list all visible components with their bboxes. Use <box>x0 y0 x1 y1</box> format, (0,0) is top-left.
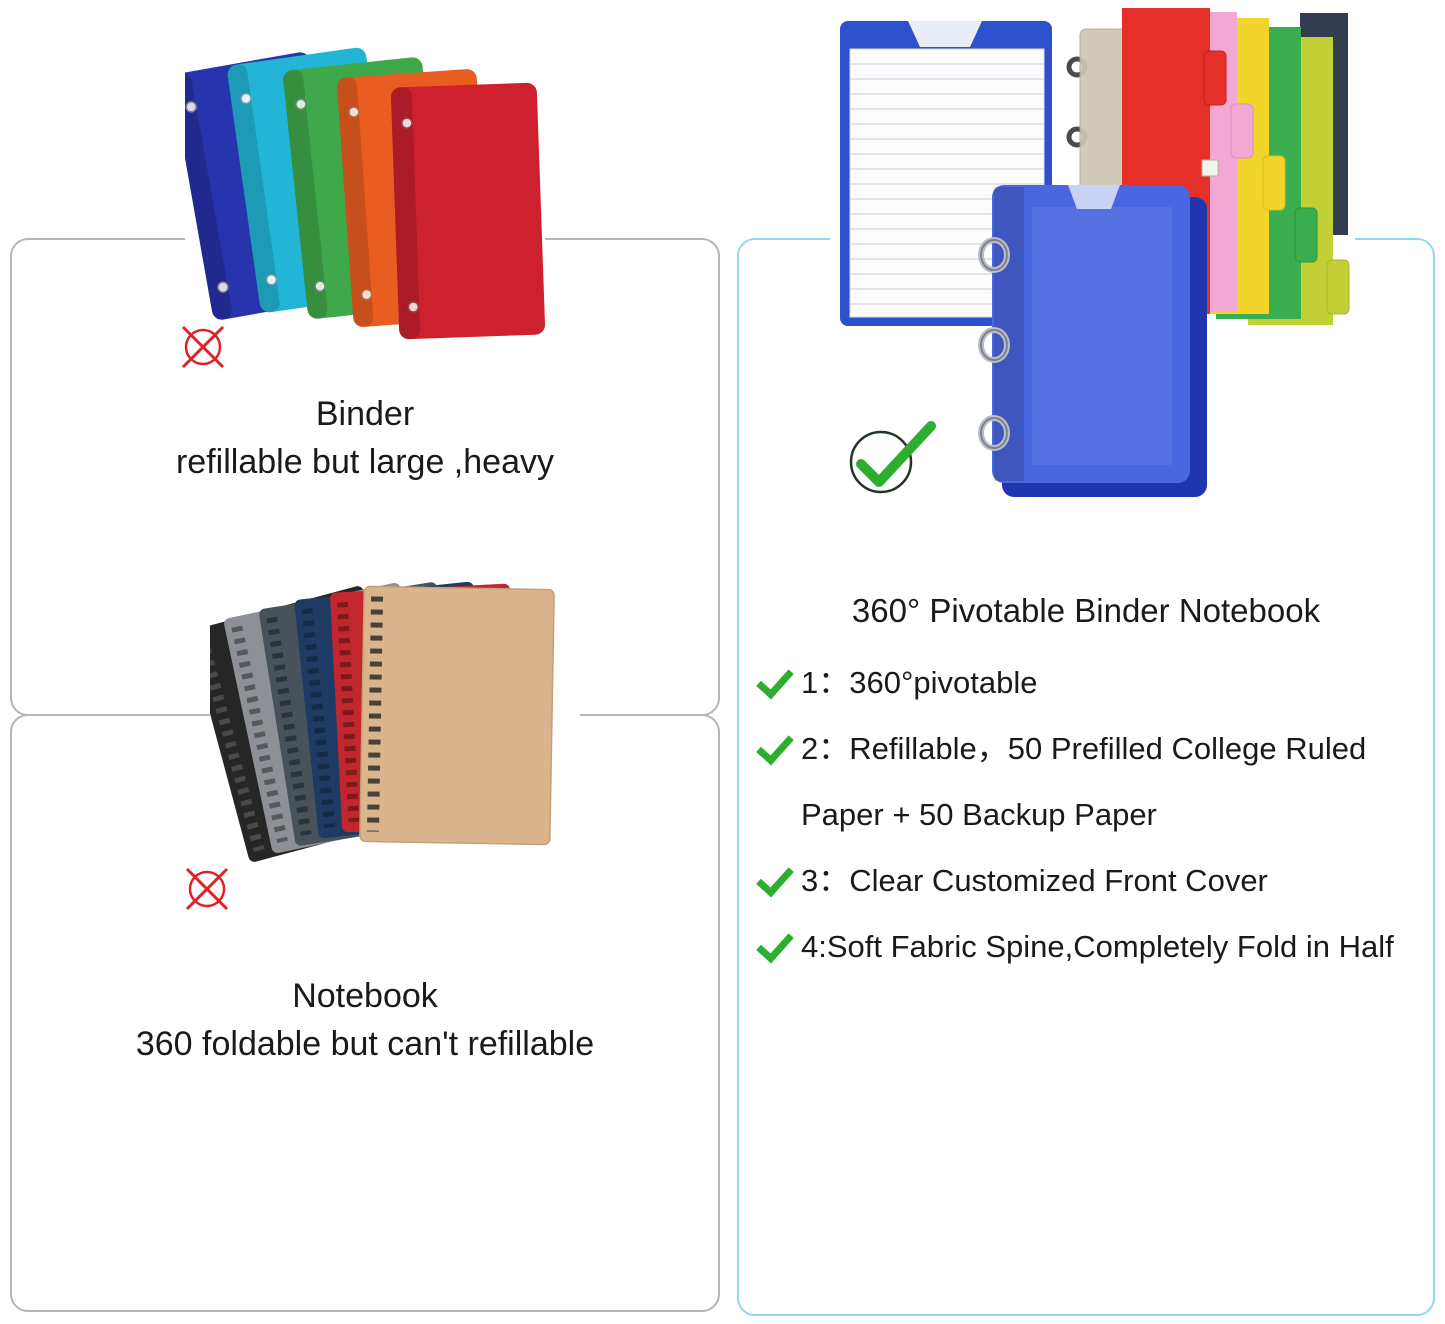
check-icon <box>755 927 793 965</box>
feature-text: 3：Clear Customized Front Cover <box>801 863 1268 898</box>
feature-item: 2：Refillable，50 Prefilled College Ruled … <box>755 716 1405 848</box>
binders-illustration <box>171 47 546 340</box>
feature-text: 4:Soft Fabric Spine,Completely Fold in H… <box>801 929 1394 964</box>
binder-label: Binder <box>315 395 415 433</box>
notebook-caption: Notebook 360 foldable but can't refillab… <box>10 972 720 1068</box>
feature-list: 1：360°pivotable 2：Refillable，50 Prefille… <box>755 650 1405 980</box>
feature-item: 1：360°pivotable <box>755 650 1405 716</box>
feature-text: 1：360°pivotable <box>801 665 1038 700</box>
check-icon <box>755 663 793 701</box>
check-icon <box>755 861 793 899</box>
check-icon <box>755 729 793 767</box>
feature-text: 2：Refillable，50 Prefilled College Ruled … <box>801 731 1367 832</box>
binders-photo <box>171 35 546 355</box>
binder-caption: Binder refillable but large ,heavy <box>10 390 720 486</box>
binder-description: refillable but large ,heavy <box>175 443 554 481</box>
feature-item: 4:Soft Fabric Spine,Completely Fold in H… <box>755 914 1405 980</box>
notebook-label: Notebook <box>292 977 438 1015</box>
blue-binder-illustration <box>978 185 1207 497</box>
red-x-icon <box>180 862 234 916</box>
check-circle-icon <box>845 418 937 500</box>
notebook-description: 360 foldable but can't refillable <box>135 1025 595 1063</box>
product-title: 360° Pivotable Binder Notebook <box>851 592 1321 629</box>
notebooks-photo <box>189 578 580 908</box>
feature-item: 3：Clear Customized Front Cover <box>755 848 1405 914</box>
red-x-icon <box>176 320 230 374</box>
notebooks-illustration <box>189 581 555 862</box>
blue-binder-photo <box>968 175 1223 510</box>
